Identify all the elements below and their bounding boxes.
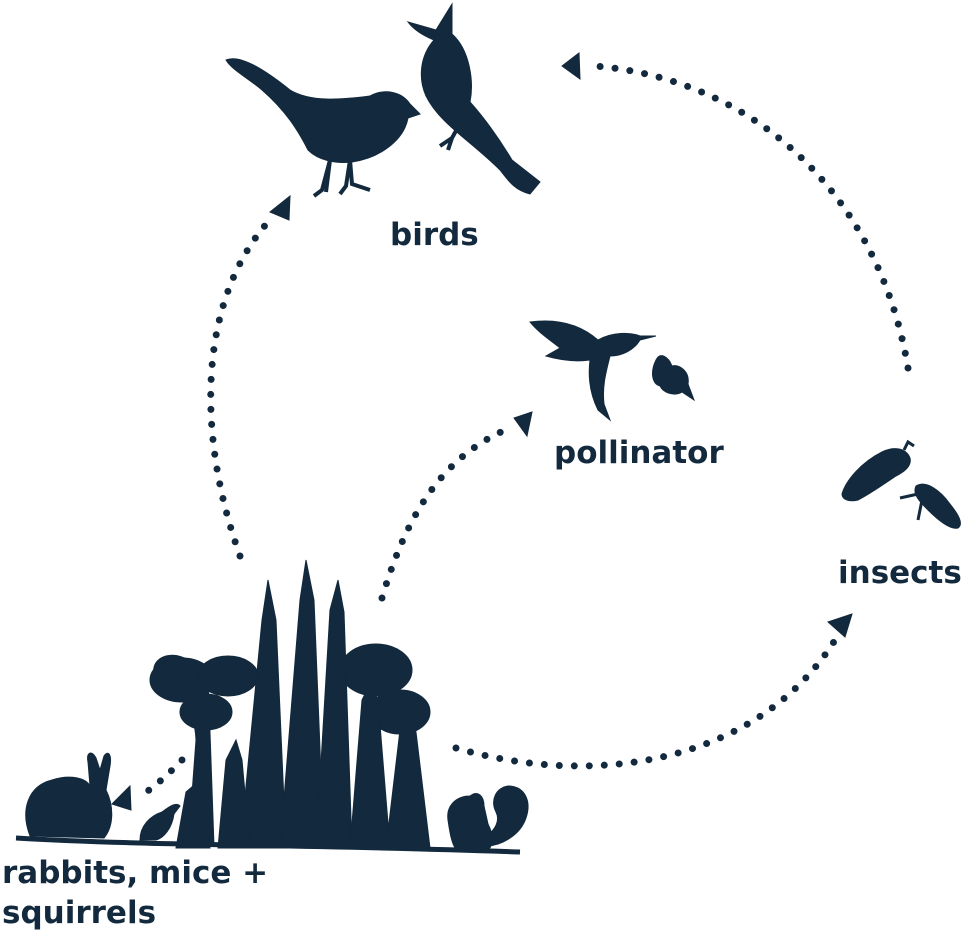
pollinator-label: pollinator — [554, 436, 724, 472]
arrow-insects-to-birds — [595, 66, 908, 368]
beetle-icon — [900, 484, 960, 528]
native-plants-icon — [150, 560, 430, 848]
blue-jay-icon — [408, 4, 540, 194]
small-mammals-label-line1: rabbits, mice + — [2, 856, 268, 892]
rabbit-icon — [26, 753, 112, 838]
birds-label: birds — [390, 218, 479, 254]
arrow-plants-to-birds — [211, 222, 268, 556]
songbird-icon — [226, 59, 420, 196]
arrowhead-insects — [828, 614, 852, 637]
birds-group — [226, 4, 540, 196]
insects-label: insects — [838, 556, 962, 592]
insects-group — [842, 442, 960, 528]
butterfly-icon — [653, 356, 694, 400]
arrowhead-birds-from-insects — [562, 53, 580, 79]
mouse-icon — [140, 804, 180, 840]
arrow-plants-to-pollinator — [382, 428, 510, 598]
arrow-plants-to-insects — [456, 640, 835, 766]
pollinator-group — [530, 321, 694, 420]
arrow-heads — [112, 53, 852, 810]
arrowhead-birds — [270, 196, 290, 220]
arrowhead-pollinator — [514, 412, 532, 436]
hummingbird-icon — [530, 321, 656, 420]
small-mammals-label-line2: squirrels — [2, 896, 156, 932]
caterpillar-icon — [842, 442, 914, 501]
arrowhead-mammals — [112, 786, 131, 810]
squirrel-icon — [448, 786, 528, 852]
arrow-plants-to-mammals — [138, 760, 182, 798]
